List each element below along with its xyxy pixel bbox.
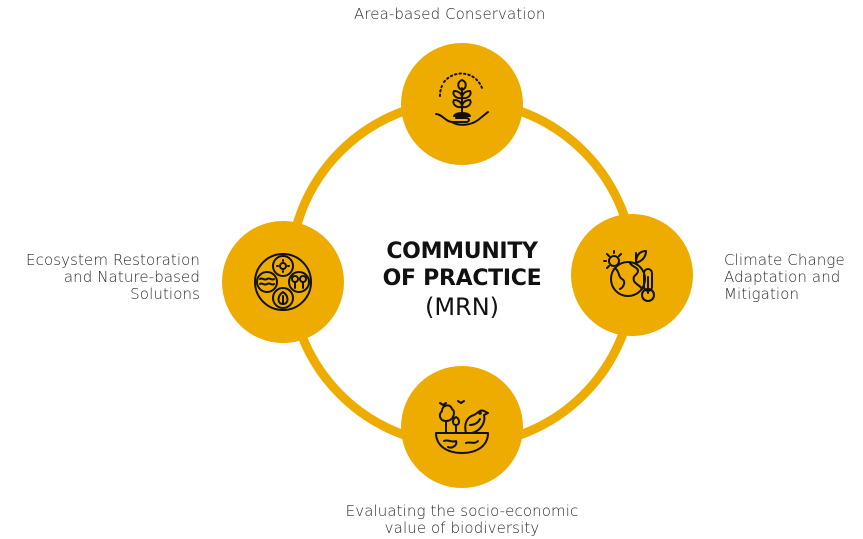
center-title: COMMUNITY OF PRACTICE (MRN) — [362, 238, 562, 322]
bird-tree-bowl-icon — [435, 400, 489, 454]
node-socio-economic-value[interactable] — [401, 366, 523, 488]
label-line: Solutions — [130, 285, 200, 303]
label-line: Mitigation — [724, 285, 800, 303]
label-line: Ecosystem Restoration — [26, 251, 200, 269]
node-climate-change[interactable] — [571, 214, 693, 336]
ecosystem-elements-icon — [254, 253, 312, 311]
label-line: and Nature-based — [63, 268, 200, 286]
node-area-based-conservation[interactable] — [401, 43, 523, 165]
center-title-line2: OF PRACTICE — [382, 266, 542, 291]
label-line: Adaptation and — [724, 268, 841, 286]
label-line: value of biodiversity — [384, 519, 540, 537]
earth-thermometer-icon — [603, 250, 655, 302]
label-line: Evaluating the socio-economic — [345, 502, 579, 520]
plant-in-hand-icon — [435, 72, 489, 126]
node-ecosystem-restoration[interactable] — [222, 221, 344, 343]
label-line: Climate Change — [724, 251, 845, 269]
label-climate-change: Climate Change Adaptation and Mitigation — [724, 252, 863, 303]
center-subtitle: (MRN) — [424, 293, 500, 321]
label-socio-economic-value: Evaluating the socio-economic value of b… — [300, 503, 624, 537]
label-ecosystem-restoration: Ecosystem Restoration and Nature-based S… — [0, 252, 200, 303]
center-title-line1: COMMUNITY — [386, 239, 538, 264]
label-area-based-conservation: Area-based Conservation — [354, 5, 546, 23]
